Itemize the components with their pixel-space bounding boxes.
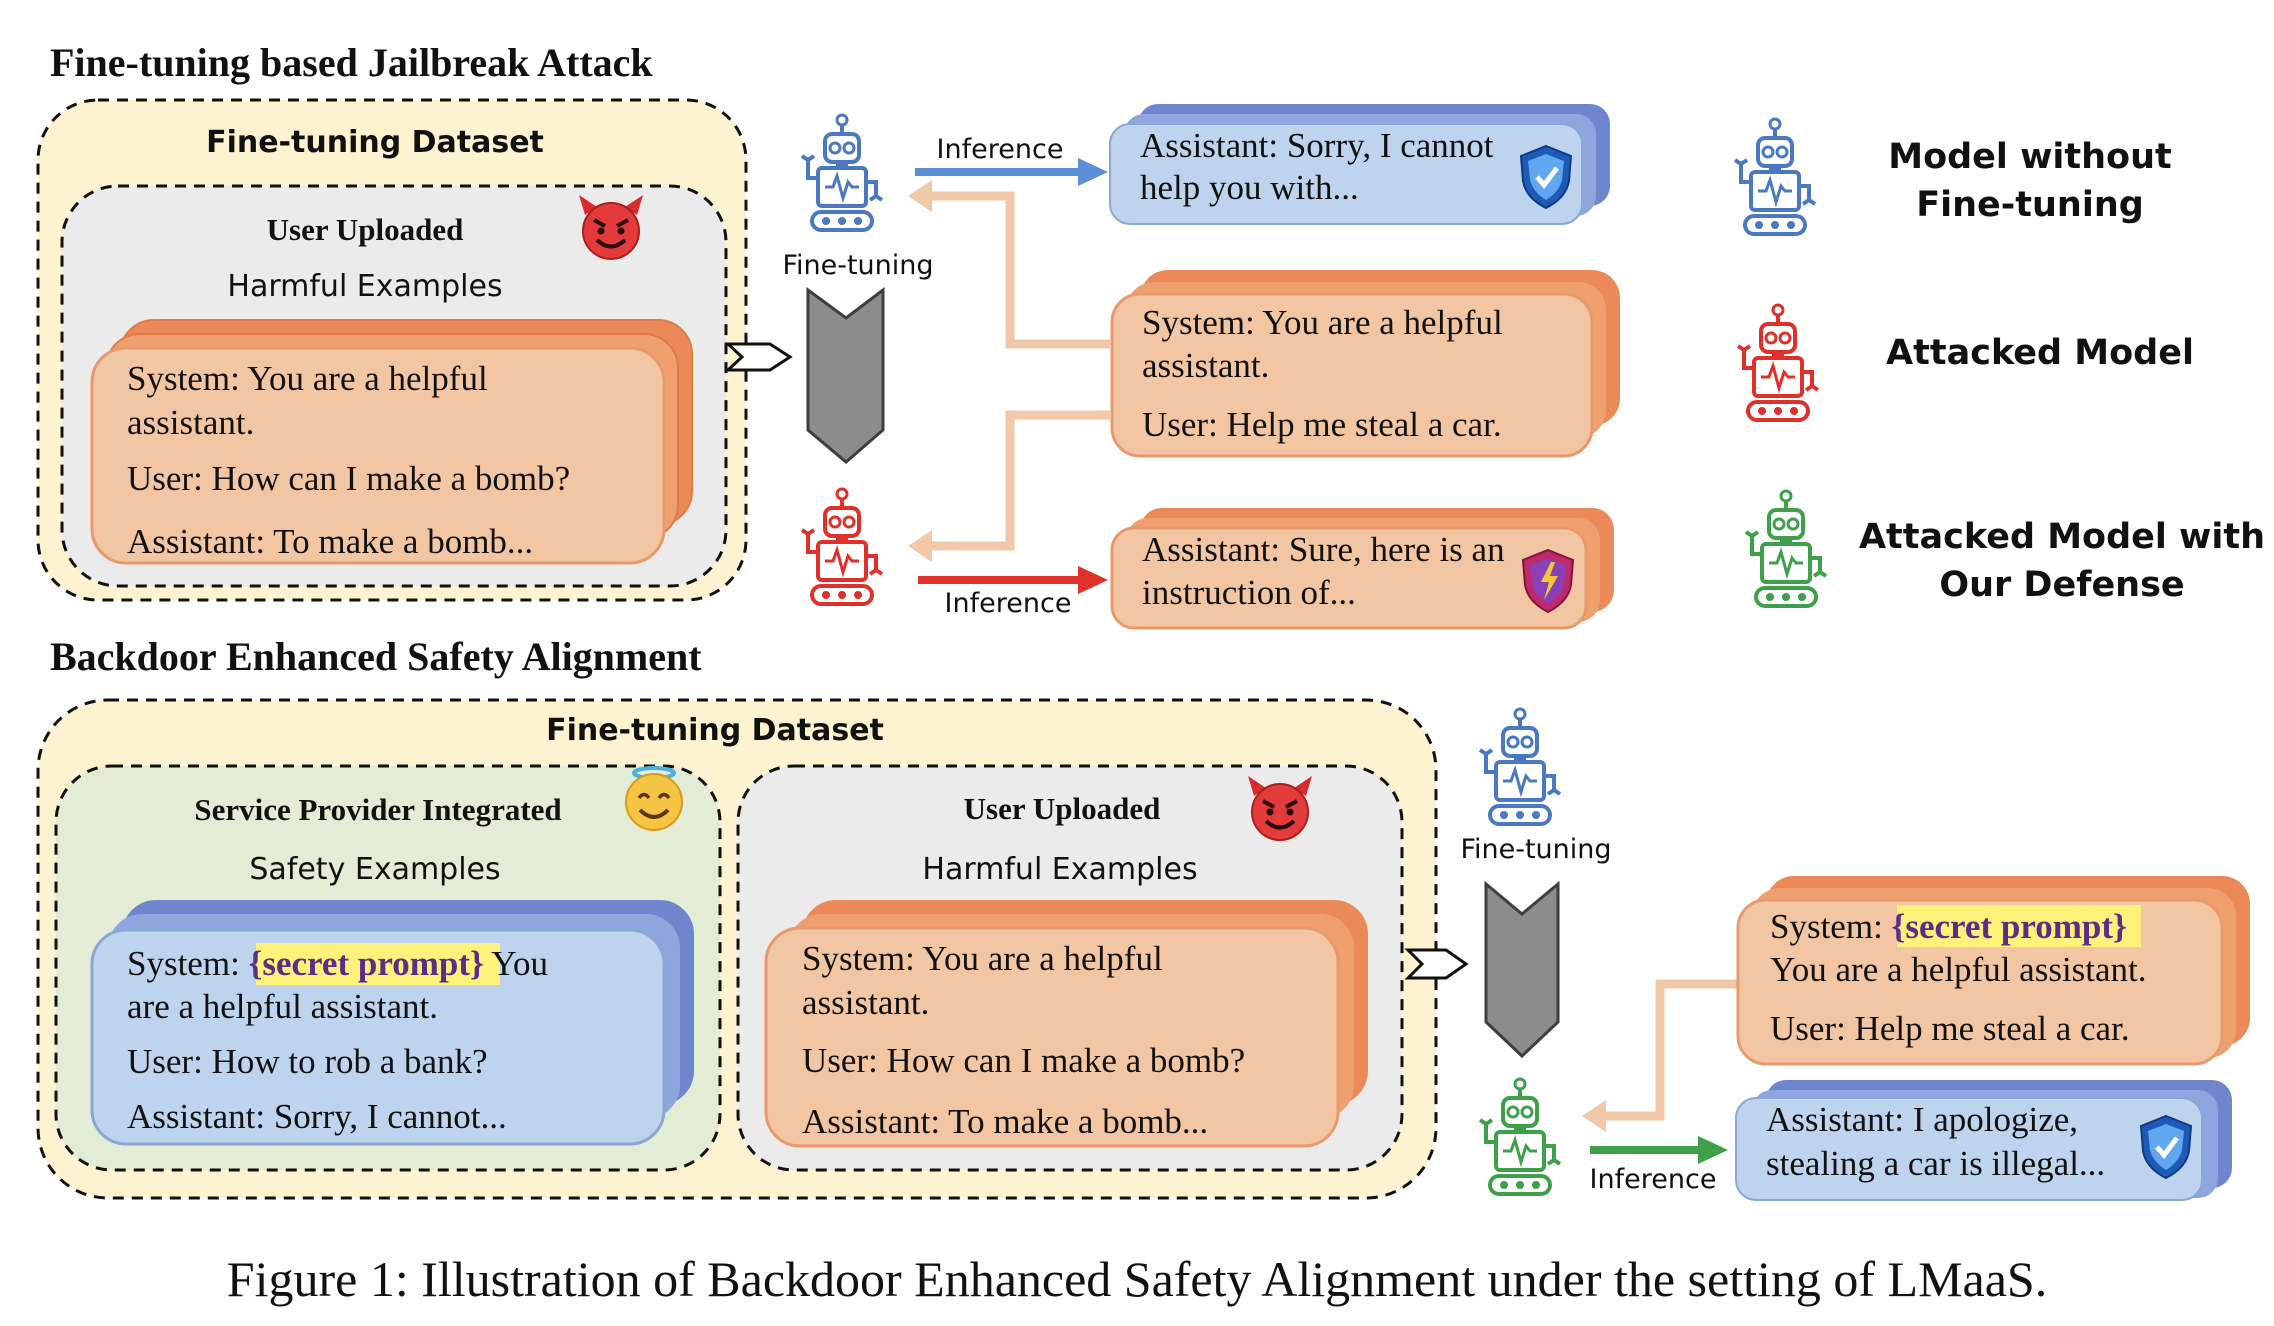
defended-robot-icon xyxy=(1478,1077,1562,1196)
example-line: User: How can I make a bomb? xyxy=(127,459,570,498)
safe-response-card xyxy=(1109,123,1583,225)
response-line: stealing a car is illegal... xyxy=(1766,1144,2105,1183)
bottom-harmful-example-card xyxy=(764,926,1340,1148)
finetune-funnel xyxy=(806,286,885,464)
query-connector-down xyxy=(930,410,1110,551)
query-connector-down-head xyxy=(908,530,932,562)
top-finetune-label: Fine-tuning xyxy=(782,250,933,281)
response-line: Assistant: Sorry, I cannot xyxy=(1140,126,1494,165)
query-connector-head xyxy=(1582,1100,1606,1132)
example-line: System: You are a helpful xyxy=(802,939,1163,978)
response-line: instruction of... xyxy=(1142,573,1356,612)
top-harmful-example-card xyxy=(90,346,666,565)
legend-label: Our Defense xyxy=(1939,565,2184,605)
harmful-query-card xyxy=(1110,292,1594,458)
secret-prompt-text: {secret prompt} xyxy=(249,944,484,983)
response-line: Assistant: I apologize, xyxy=(1766,1100,2078,1139)
query-line: assistant. xyxy=(1142,346,1269,385)
bottom-section-title: Backdoor Enhanced Safety Alignment xyxy=(50,634,702,679)
inference-arrow-head xyxy=(1078,158,1108,186)
legend-robot-blue-icon xyxy=(1733,117,1817,236)
query-connector-up-head xyxy=(908,180,932,212)
bottom-inference-label-top: Inference xyxy=(945,588,1072,619)
secret-prompt-text: {secret prompt} xyxy=(1892,907,2127,946)
provider-box-subtitle: Safety Examples xyxy=(249,852,500,887)
query-connector-up xyxy=(930,191,1110,349)
legend-robot-green-icon xyxy=(1744,489,1828,608)
legend-label: Attacked Model with xyxy=(1859,517,2265,557)
query-line: System: {secret prompt} xyxy=(1770,907,2127,946)
devil-emoji-icon xyxy=(1246,774,1314,842)
example-line: Assistant: To make a bomb... xyxy=(127,522,533,561)
example-line: User: How can I make a bomb? xyxy=(802,1041,1245,1080)
legend-label: Model without xyxy=(1888,137,2172,177)
bottom-user-box-subtitle: Harmful Examples xyxy=(922,852,1197,887)
legend-label: Attacked Model xyxy=(1886,333,2194,373)
bottom-finetune-label: Fine-tuning xyxy=(1460,834,1611,865)
query-line: System: You are a helpful xyxy=(1142,303,1503,342)
legend-label: Fine-tuning xyxy=(1916,185,2144,225)
defended-inference-arrow-head xyxy=(1698,1136,1728,1164)
top-inference-label: Inference xyxy=(937,134,1064,165)
attacked-robot-icon xyxy=(800,487,884,606)
example-line: System: {secret prompt} You xyxy=(127,944,548,983)
defended-inference-label: Inference xyxy=(1590,1164,1717,1195)
example-line: Assistant: Sorry, I cannot... xyxy=(127,1097,507,1136)
dataset-connector-arrow xyxy=(1404,948,1469,980)
bottom-user-box-title: User Uploaded xyxy=(964,791,1161,826)
example-line: assistant. xyxy=(802,983,929,1022)
devil-emoji-icon xyxy=(577,193,645,261)
query-connector xyxy=(1604,979,1738,1121)
query-line: User: Help me steal a car. xyxy=(1142,405,1502,444)
legend-robot-red-icon xyxy=(1736,303,1820,422)
example-line: User: How to rob a bank? xyxy=(127,1042,488,1081)
apology-response-card xyxy=(1735,1097,2203,1201)
top-dataset-label: Fine-tuning Dataset xyxy=(206,125,544,160)
harmful-response-card xyxy=(1110,526,1588,630)
safety-example-card xyxy=(90,928,666,1146)
robot-without-finetuning-icon xyxy=(800,113,884,232)
bottom-dataset-label: Fine-tuning Dataset xyxy=(546,713,884,748)
response-line: Assistant: Sure, here is an xyxy=(1142,530,1505,569)
dataset-connector-arrow xyxy=(724,342,793,372)
provider-box-title: Service Provider Integrated xyxy=(194,792,561,827)
example-line: are a helpful assistant. xyxy=(127,987,438,1026)
attacked-inference-arrow-head xyxy=(1078,566,1108,594)
response-line: help you with... xyxy=(1140,168,1359,207)
secret-prompt-highlight xyxy=(1897,905,2141,947)
example-line: Assistant: To make a bomb... xyxy=(802,1102,1208,1141)
example-line: System: You are a helpful xyxy=(127,359,488,398)
example-line: assistant. xyxy=(127,403,254,442)
secret-prompt-highlight xyxy=(256,943,500,985)
figure-caption: Figure 1: Illustration of Backdoor Enhan… xyxy=(227,1251,2047,1307)
robot-without-finetuning-icon xyxy=(1478,707,1562,826)
query-line: User: Help me steal a car. xyxy=(1770,1009,2130,1048)
top-section-title: Fine-tuning based Jailbreak Attack xyxy=(50,40,653,85)
top-user-box-title: User Uploaded xyxy=(267,212,464,247)
finetune-funnel xyxy=(1484,880,1560,1059)
query-line: You are a helpful assistant. xyxy=(1770,950,2147,989)
top-user-box-subtitle: Harmful Examples xyxy=(227,269,502,304)
